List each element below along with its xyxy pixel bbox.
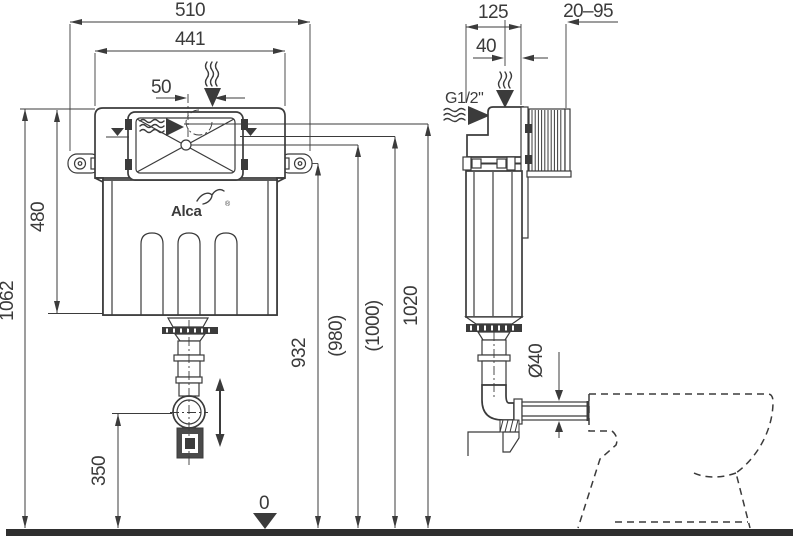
dimension-480: 480 bbox=[28, 110, 60, 313]
alca-logo: Alca ® bbox=[171, 188, 231, 220]
zero-datum-marker: 0 bbox=[253, 493, 277, 529]
dim-1000-label: (1000) bbox=[363, 300, 384, 352]
dimension-510: 510 bbox=[69, 0, 311, 151]
dimension-980: (980) bbox=[326, 145, 361, 528]
datum-label: 0 bbox=[259, 493, 269, 514]
dim-40-label: 40 bbox=[476, 36, 496, 57]
dimension-o40: Ø40 bbox=[526, 344, 563, 438]
dimension-20-95: 20–95 bbox=[563, 1, 618, 108]
dimension-441: 441 bbox=[94, 29, 286, 106]
height-adjust-arrow-icon bbox=[215, 378, 225, 447]
dimension-1000: (1000) bbox=[363, 136, 398, 528]
dim-480-label: 480 bbox=[28, 202, 49, 232]
elbow-pipe bbox=[481, 384, 515, 421]
side-inlet-arrow-icon bbox=[443, 106, 490, 125]
dimension-1020: 1020 bbox=[401, 124, 431, 528]
dimension-350: 350 bbox=[89, 414, 121, 528]
cistern-top-profile bbox=[466, 106, 524, 158]
bird-icon bbox=[196, 188, 225, 205]
dim-350-label: 350 bbox=[89, 456, 110, 486]
dim-932-label: 932 bbox=[289, 338, 310, 368]
flush-outlet-assembly-side bbox=[464, 316, 590, 456]
access-opening-frame bbox=[125, 109, 248, 181]
dimension-40: 40 bbox=[473, 20, 548, 66]
dim-o40-label: Ø40 bbox=[526, 344, 547, 378]
dimension-125: 125 bbox=[465, 2, 522, 105]
dim-125-label: 125 bbox=[478, 2, 508, 23]
dim-1062-label: 1062 bbox=[0, 281, 18, 321]
flush-outlet-assembly-front bbox=[162, 317, 225, 468]
toilet-bowl-outline bbox=[577, 393, 774, 529]
outlet-bracket bbox=[176, 427, 204, 459]
inlet-valve-dashed-circle bbox=[185, 109, 213, 136]
pipe-support-bracket bbox=[467, 419, 520, 456]
water-level-mark-right bbox=[244, 128, 257, 136]
water-level-mark-left bbox=[106, 128, 129, 138]
top-inlet-arrow-icon bbox=[204, 61, 221, 107]
wall-section-hatched bbox=[525, 108, 572, 178]
dim-1020-label: 1020 bbox=[401, 286, 422, 326]
dim-20-95-label: 20–95 bbox=[563, 1, 613, 22]
side-view: 125 40 20–95 G1/2" bbox=[443, 1, 774, 529]
top-inlet-arrow-side-icon bbox=[496, 71, 514, 108]
water-flow-arrow-icon bbox=[166, 118, 184, 136]
horizontal-outlet-pipe bbox=[521, 401, 589, 421]
frame-center-mark bbox=[180, 139, 192, 151]
water-surface-lines bbox=[139, 118, 165, 134]
dim-50-label: 50 bbox=[151, 77, 171, 98]
inlet-thread-label: G1/2" bbox=[445, 90, 483, 107]
mounting-bolt-row bbox=[462, 156, 521, 171]
registered-mark: ® bbox=[225, 200, 231, 208]
dim-441-label: 441 bbox=[175, 29, 205, 50]
tank-ribs bbox=[140, 232, 238, 315]
dim-980-label: (980) bbox=[326, 315, 347, 357]
dimension-50: 50 bbox=[151, 77, 245, 140]
cistern-tank-side bbox=[465, 170, 523, 318]
height-dimensions: 1062 480 350 932 (980) (1000) 1020 bbox=[0, 108, 431, 528]
brand-text: Alca bbox=[171, 203, 202, 220]
dim-510-label: 510 bbox=[175, 0, 205, 21]
dimension-932: 932 bbox=[289, 163, 321, 528]
front-view: Alca ® bbox=[67, 0, 313, 468]
ground-line bbox=[6, 529, 793, 536]
dimension-1062: 1062 bbox=[0, 109, 29, 528]
